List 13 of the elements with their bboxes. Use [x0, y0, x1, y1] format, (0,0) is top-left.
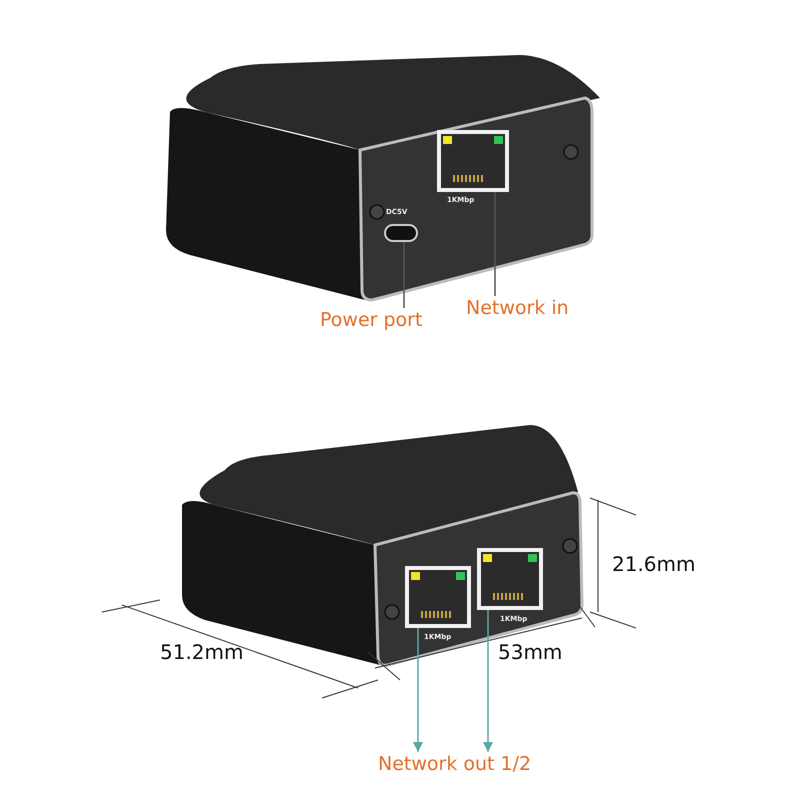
arrow — [413, 628, 423, 752]
dimension-label: 51.2mm — [160, 640, 244, 664]
callout-text: Power port — [320, 308, 442, 334]
usb-c-port — [384, 224, 418, 242]
callout-text: Network in — [466, 296, 582, 322]
arrow — [483, 610, 493, 752]
dimension-label: 21.6mm — [612, 552, 696, 576]
ethernet-port — [477, 548, 543, 610]
ethernet-port — [437, 130, 509, 192]
dimension-label: 53mm — [498, 640, 562, 664]
ethernet-port — [405, 566, 471, 628]
leader-line — [494, 192, 496, 296]
callout-text: Network out 1/2 — [378, 752, 568, 778]
